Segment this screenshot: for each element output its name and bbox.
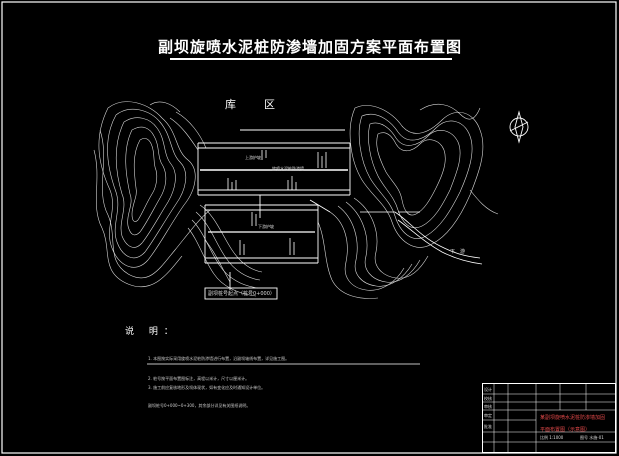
title-block (482, 383, 616, 453)
reservoir-label: 库 区 (225, 98, 277, 111)
chainage-box (204, 287, 278, 300)
lower-left-contours (187, 204, 263, 297)
tb-drawing-name: 平面布置图（示意图） (540, 427, 591, 433)
tb-project-name: 某副坝旋喷水泥桩防渗墙加固 (540, 415, 606, 421)
title-underline (170, 58, 452, 60)
tb-row-design: 设计 (484, 387, 492, 392)
tb-row-approve: 审定 (484, 413, 492, 418)
tb-row-review: 审核 (484, 404, 492, 409)
left-hill-contours (93, 101, 211, 288)
note-item-1: 1. 本图按实际采用旋喷水泥桩防渗墙进行布置，沿副坝轴线布置，详见施工图。 (148, 356, 290, 361)
cutoff-wall-label: 旋喷水泥桩防渗墙 (272, 166, 304, 171)
tb-sheet: 图号 水施-01 (580, 435, 604, 440)
outlet-channel (360, 211, 483, 265)
note-item-3: 3. 施工前应复核地形及坝体现状，如有变化应及时通知设计单位。 (148, 385, 266, 390)
title-block-grid (482, 383, 616, 453)
drawing-title: 副坝旋喷水泥桩防渗墙加固方案平面布置图 (157, 38, 462, 56)
dam-body (197, 129, 351, 290)
right-hill-contours (349, 103, 499, 248)
tb-row-authorize: 批准 (484, 424, 492, 429)
lower-right-contours (317, 197, 429, 299)
downstream-slope-label: 下游护坡 (258, 224, 274, 229)
north-arrow-icon (509, 110, 529, 144)
chainage-label: 副坝桩号起点（桩号0+000） (208, 291, 275, 297)
note-item-4: 副坝桩号0+000~0+300，其余部分详见有关图纸说明。 (148, 403, 251, 408)
notes-heading: 说 明： (125, 327, 179, 337)
upstream-slope-label: 上游护坡 (245, 155, 261, 160)
tb-row-check: 校核 (484, 396, 492, 401)
outlet-label: 下 游 (450, 249, 466, 255)
tb-scale: 比例 1:1000 (540, 435, 564, 440)
note-item-2: 2. 桩号按平面布置图标注，高程以米计，尺寸以厘米计。 (148, 376, 250, 381)
